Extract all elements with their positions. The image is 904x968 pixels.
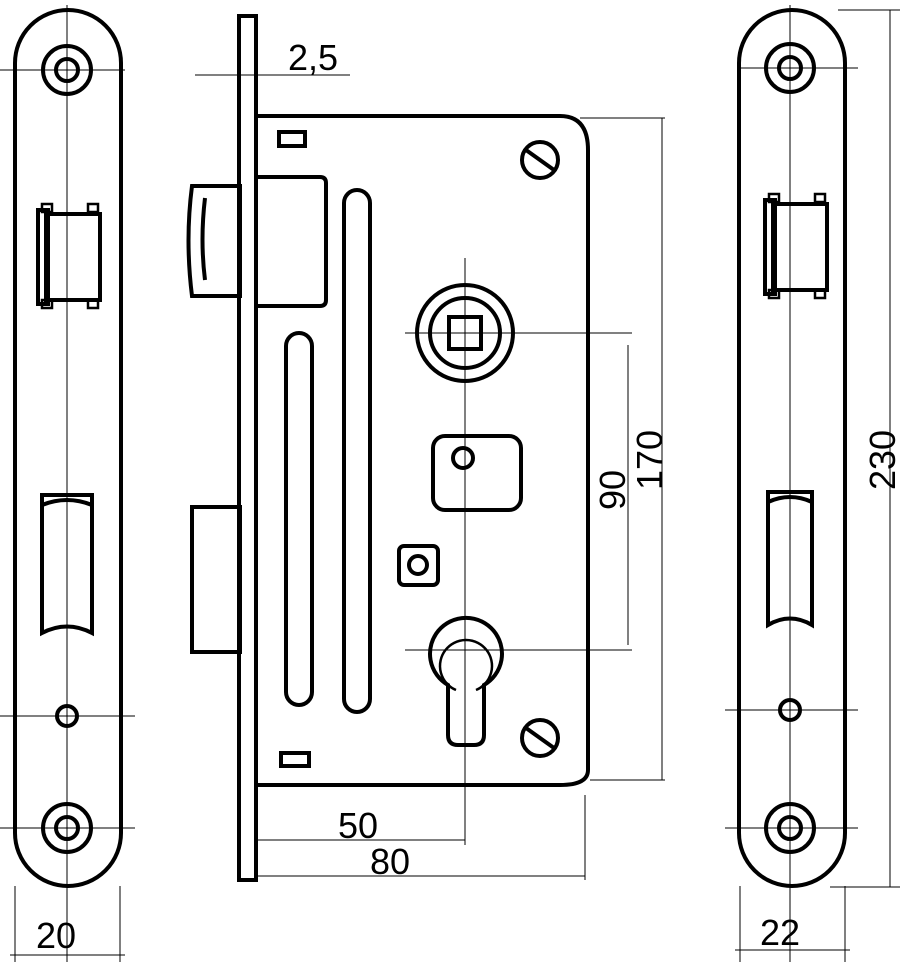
left-width-label: 20 [36, 915, 76, 956]
lock-body: 2,5 50 80 90 170 [186, 14, 670, 882]
slot-top [277, 130, 307, 148]
latch-bolt [186, 175, 328, 308]
total-height-label: 230 [862, 430, 903, 490]
dead-bolt [190, 505, 242, 654]
backset-label: 50 [338, 805, 378, 846]
cylinder-keyhole [428, 615, 504, 747]
screw-icon [520, 140, 560, 180]
depth-label: 80 [370, 841, 410, 882]
thickness-label: 2,5 [288, 37, 338, 78]
small-hole-icon [778, 698, 802, 722]
screw-hole-icon [41, 44, 93, 96]
screw-hole-icon [41, 802, 93, 854]
screw-hole-icon [764, 42, 816, 94]
right-width-label: 22 [760, 912, 800, 953]
tumbler-block [431, 434, 523, 512]
small-hole-icon [55, 704, 79, 728]
latch-opening [36, 202, 102, 310]
center-distance-label: 90 [592, 470, 633, 510]
case-height-label: 170 [629, 430, 670, 490]
bolt-opening [40, 493, 94, 637]
latch-opening [763, 192, 829, 300]
right-faceplate: 22 230 [725, 5, 903, 962]
slot-bottom [279, 751, 311, 768]
screw-icon [520, 718, 560, 758]
bolt-opening [766, 490, 814, 629]
left-faceplate: 20 [0, 5, 135, 962]
screw-hole-icon [764, 802, 816, 854]
